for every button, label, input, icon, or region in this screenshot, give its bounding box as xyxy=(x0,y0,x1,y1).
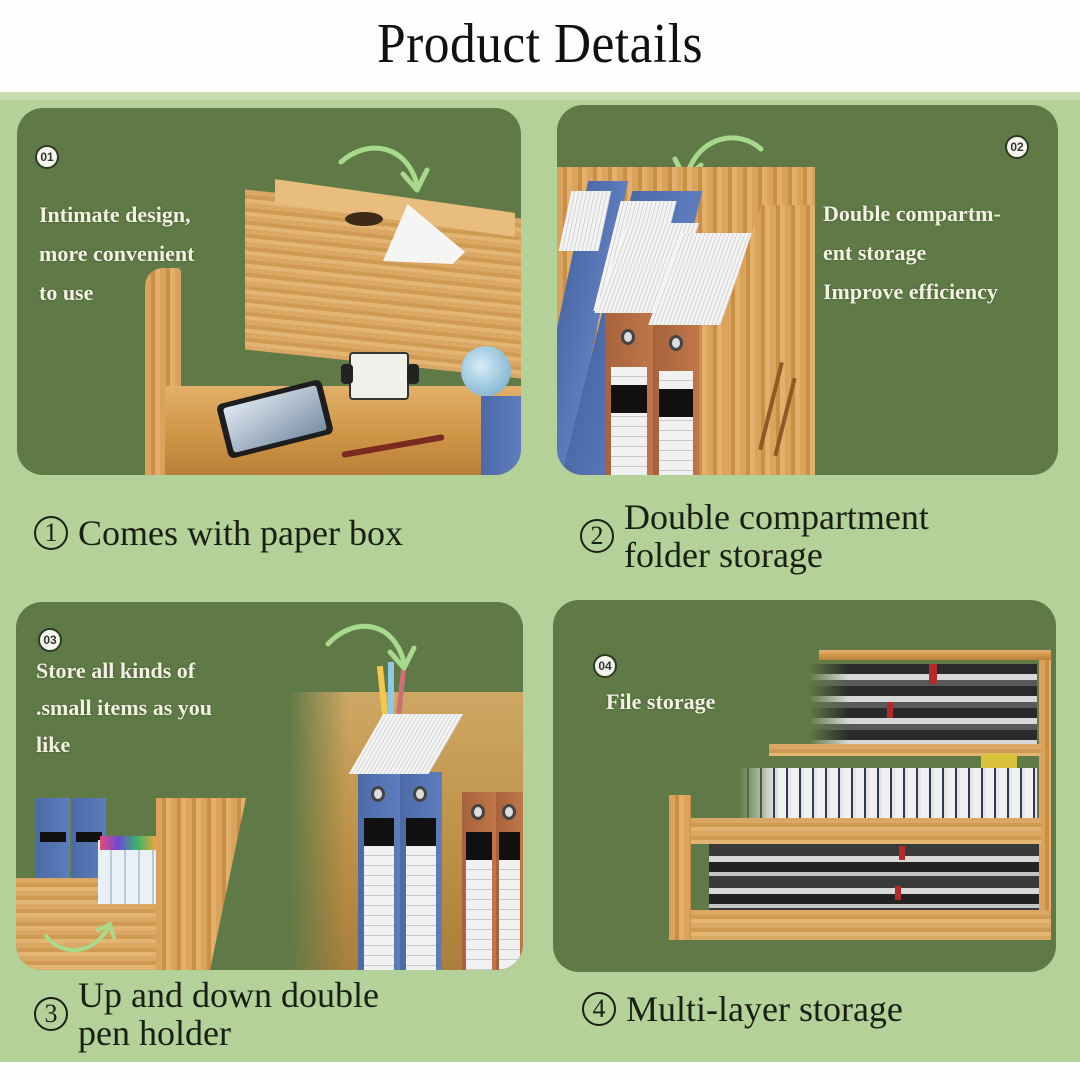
product-image-binders xyxy=(288,662,523,970)
caption-3-line-2: pen holder xyxy=(78,1013,231,1053)
panel-3-text: Store all kinds of .small items as you l… xyxy=(36,652,212,763)
panel-1-line-3: to use xyxy=(39,280,94,305)
panel-2-line-1: Double compartm- xyxy=(823,201,1001,226)
caption-2: 2 Double compartment folder storage xyxy=(580,498,929,574)
caption-number-1: 1 xyxy=(34,516,68,550)
caption-1-line-1: Comes with paper box xyxy=(78,513,403,553)
caption-4-line-1: Multi-layer storage xyxy=(626,989,903,1029)
feature-panel-1: 01 Intimate design, more convenient to u… xyxy=(17,108,521,475)
caption-3-line-1: Up and down double xyxy=(78,975,379,1015)
panel-3-line-1: Store all kinds of xyxy=(36,658,196,683)
panel-1-line-1: Intimate design, xyxy=(39,202,191,227)
panel-3-line-2: .small items as you xyxy=(36,695,212,720)
caption-1: 1 Comes with paper box xyxy=(34,514,403,552)
product-image-tissue-organizer xyxy=(145,179,521,475)
curved-arrow-icon xyxy=(338,145,430,193)
caption-3: 3 Up and down double pen holder xyxy=(34,976,379,1052)
title-band: Product Details xyxy=(0,0,1080,92)
caption-2-line-2: folder storage xyxy=(624,535,823,575)
feature-panel-2: 02 Double compartm- ent storage Improve … xyxy=(557,105,1058,475)
caption-2-line-1: Double compartment xyxy=(624,497,929,537)
curved-arrow-icon xyxy=(325,623,417,671)
panel-2-line-3: Improve efficiency xyxy=(823,279,998,304)
step-badge-03: 03 xyxy=(38,628,62,652)
caption-number-2: 2 xyxy=(580,519,614,553)
product-image-file-holder xyxy=(557,161,815,475)
feature-panel-3: 03 Store all kinds of .small items as yo… xyxy=(16,602,523,970)
step-badge-04: 04 xyxy=(593,654,617,678)
panel-4-text: File storage xyxy=(606,682,715,721)
caption-4: 4 Multi-layer storage xyxy=(582,990,903,1028)
caption-number-3: 3 xyxy=(34,997,68,1031)
product-image-multi-layer-shelf xyxy=(669,650,1051,940)
panel-3-line-3: like xyxy=(36,732,71,757)
panel-2-text: Double compartm- ent storage Improve eff… xyxy=(823,194,1001,311)
panel-2-line-2: ent storage xyxy=(823,240,927,265)
step-badge-02: 02 xyxy=(1005,135,1029,159)
page-title: Product Details xyxy=(377,13,703,75)
panel-1-line-2: more convenient xyxy=(39,241,195,266)
step-badge-01: 01 xyxy=(35,145,59,169)
curved-arrow-icon xyxy=(44,921,116,952)
panel-1-text: Intimate design, more convenient to use xyxy=(39,195,194,312)
feature-panel-4: 04 File storage xyxy=(553,600,1056,972)
product-image-pen-holder xyxy=(16,798,246,970)
panel-4-line-1: File storage xyxy=(606,689,716,714)
caption-number-4: 4 xyxy=(582,992,616,1026)
